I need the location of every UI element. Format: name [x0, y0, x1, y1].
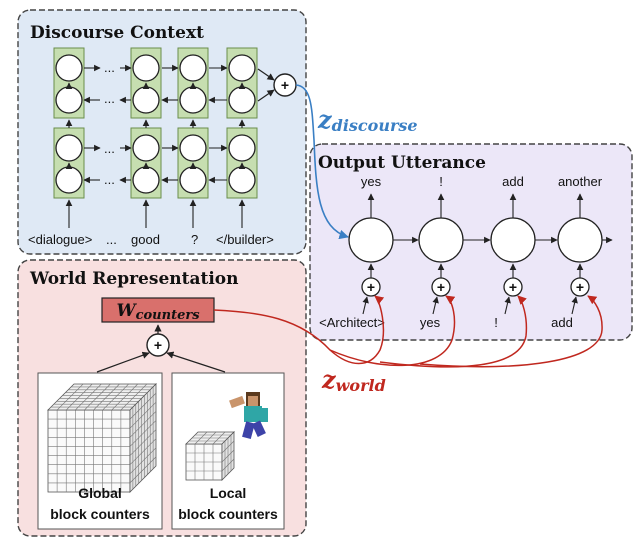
global-label-line2: block counters: [50, 506, 150, 522]
rnn-node: [228, 166, 256, 194]
output-panel: [309, 143, 633, 341]
decoder-chain: + + + +: [348, 193, 613, 315]
rnn-node: [228, 86, 256, 114]
output-word-4: another: [558, 174, 603, 189]
decoder-plus-sign: +: [367, 279, 375, 295]
ellipsis-top-2: ...: [104, 91, 115, 106]
local-label-line2: block counters: [178, 506, 278, 522]
decoder-cell: [348, 217, 394, 263]
token-question: ?: [191, 232, 198, 247]
local-block-cube: [185, 431, 235, 481]
token-good: good: [131, 232, 160, 247]
decoder-cell: [557, 217, 603, 263]
input-word-2: yes: [420, 315, 441, 330]
token-ellipsis: ...: [106, 232, 117, 247]
discourse-title: Discourse Context: [30, 23, 204, 43]
rnn-node: [55, 166, 83, 194]
z-world-label: zworld: [321, 365, 386, 395]
decoder-plus-sign: +: [576, 279, 584, 295]
rnn-node: [132, 54, 160, 82]
decoder-plus-sign: +: [437, 279, 445, 295]
output-word-3: add: [502, 174, 524, 189]
ellipsis-mid: ...: [104, 141, 115, 156]
discourse-rnn-grid: [53, 47, 258, 228]
local-label-line1: Local: [210, 485, 247, 501]
world-plus-sign: +: [154, 337, 162, 353]
input-word-4: add: [551, 315, 573, 330]
decoder-cell: [418, 217, 464, 263]
rnn-node: [228, 134, 256, 162]
z-discourse-label: zdiscourse: [317, 105, 418, 135]
world-title: World Representation: [29, 269, 239, 289]
decoder-plus-sign: +: [509, 279, 517, 295]
ellipsis-mid-2: ...: [104, 172, 115, 187]
token-dialogue: <dialogue>: [28, 232, 92, 247]
output-word-2: !: [439, 174, 443, 189]
input-word-3: !: [494, 315, 498, 330]
rnn-node: [179, 86, 207, 114]
rnn-node: [55, 86, 83, 114]
output-title: Output Utterance: [318, 153, 486, 173]
global-block-cube: [47, 383, 157, 493]
global-label-line1: Global: [78, 485, 122, 501]
rnn-node: [132, 134, 160, 162]
w-counters-label: Wcounters: [116, 301, 200, 323]
rnn-node: [179, 166, 207, 194]
decoder-cell: [490, 217, 536, 263]
rnn-node: [228, 54, 256, 82]
w-counters-box: [101, 297, 215, 323]
token-end-builder: </builder>: [216, 232, 274, 247]
rnn-node: [179, 54, 207, 82]
rnn-node: [55, 54, 83, 82]
rnn-node: [132, 86, 160, 114]
minecraft-character-icon: [229, 392, 268, 440]
input-word-1: <Architect>: [319, 315, 385, 330]
rnn-node: [179, 134, 207, 162]
z-world-arrows: [213, 295, 603, 368]
ellipsis-top: ...: [104, 60, 115, 75]
discourse-plus-sign: +: [281, 77, 289, 93]
rnn-node: [55, 134, 83, 162]
z-discourse-arrow: [295, 84, 349, 240]
rnn-node: [132, 166, 160, 194]
output-word-1: yes: [361, 174, 382, 189]
